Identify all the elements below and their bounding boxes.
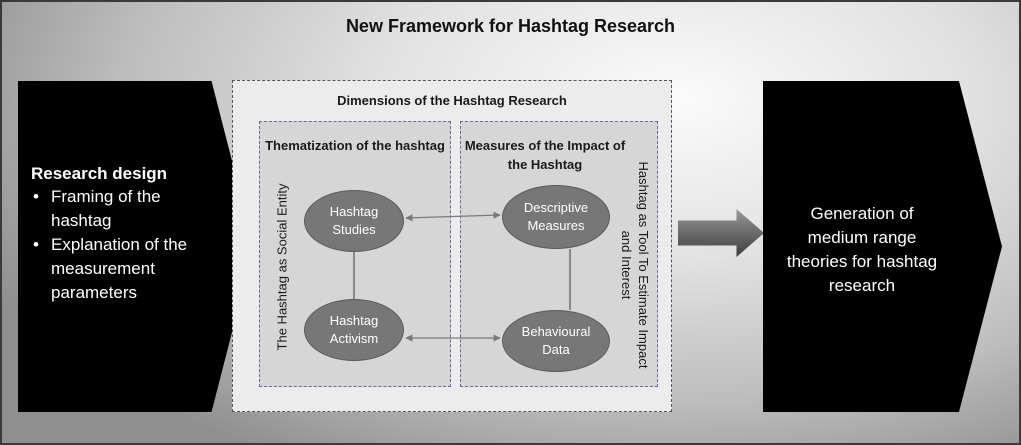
- descriptive-measures-label: Descriptive Measures: [523, 200, 589, 233]
- generation-text: Generation of medium range theories for …: [786, 204, 938, 295]
- thematization-title: Thematization of the hashtag: [265, 138, 445, 153]
- tool-estimate-label-line: Hashtag as Tool To Estimate Impact: [636, 161, 651, 369]
- behavioural-data-label: Behavioural Data: [521, 324, 591, 357]
- research-design-arrow: [18, 81, 254, 412]
- behavioural-data-node: Behavioural Data: [502, 310, 610, 372]
- descriptive-measures-node: Descriptive Measures: [502, 185, 610, 249]
- hashtag-studies-label: Hashtag Studies: [329, 204, 379, 237]
- hashtag-studies-node: Hashtag Studies: [304, 190, 404, 252]
- impact-measures-title: Measures of the Impact of the Hashtag: [464, 138, 626, 172]
- transition-arrow: [678, 209, 764, 257]
- social-entity-vertical-label: The Hashtag as Social Entity: [274, 183, 290, 351]
- bullet-icon: •: [33, 235, 39, 254]
- hashtag-activism-node: Hashtag Activism: [304, 299, 404, 361]
- research-design-heading: Research design: [31, 164, 168, 183]
- tool-estimate-label-line: and Interest: [619, 230, 634, 300]
- bullet-item: • Framing of the hashtag: [31, 185, 191, 233]
- research-design-bullets: • Framing of the hashtag • Explanation o…: [31, 185, 191, 305]
- research-design-content: Research design • Framing of the hashtag…: [31, 162, 191, 305]
- bullet-text: Explanation of the measurement parameter…: [51, 235, 188, 302]
- tool-estimate-vertical-label: Hashtag as Tool To Estimate Impact and I…: [618, 162, 652, 369]
- dimensions-title: Dimensions of the Hashtag Research: [337, 93, 567, 108]
- bullet-text: Framing of the hashtag: [51, 187, 161, 230]
- hashtag-activism-label: Hashtag Activism: [329, 313, 379, 346]
- diagram-title: New Framework for Hashtag Research: [345, 16, 676, 36]
- bullet-icon: •: [33, 187, 39, 206]
- generation-arrow: [763, 81, 1002, 412]
- bullet-item: • Explanation of the measurement paramet…: [31, 233, 191, 305]
